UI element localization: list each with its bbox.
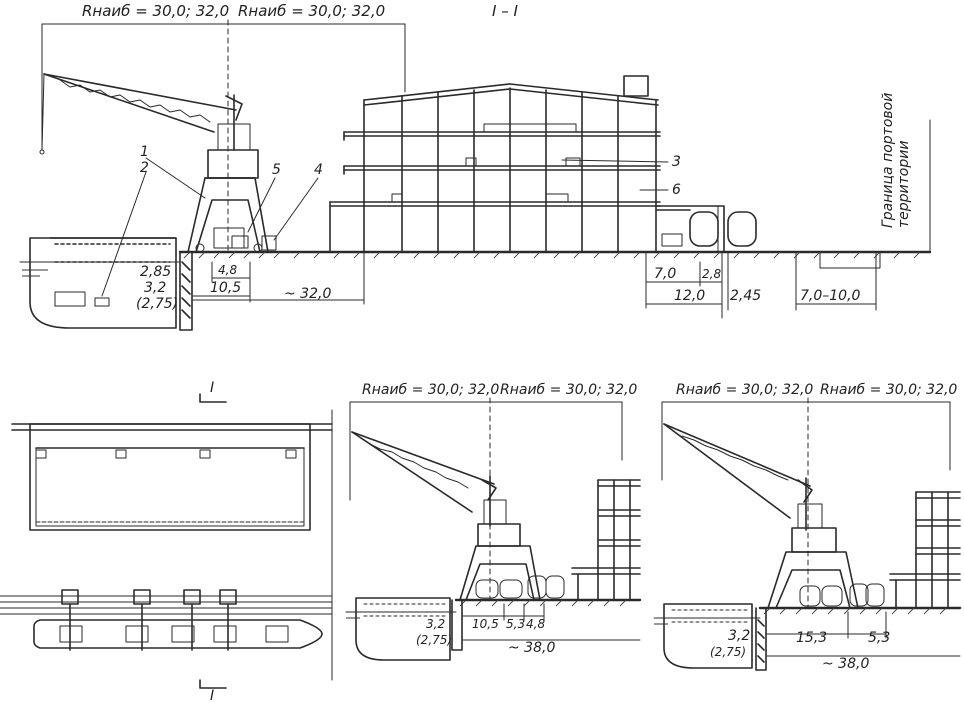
quay-wall-middle: [451, 599, 463, 651]
ground-hatching: [183, 251, 921, 259]
dim-105-mid: 10,5: [472, 617, 499, 631]
radius-label-top-left: Rнаиб = 30,0; 32,0: [82, 2, 229, 20]
vessel-right: [663, 603, 753, 669]
ground-hatching-middle: [459, 599, 627, 607]
warehouse-building: [329, 75, 661, 253]
section-mark-top: [199, 393, 227, 403]
section-mark-top-label: I: [210, 380, 214, 396]
callout-3: 3: [672, 154, 681, 170]
callout-4: 4: [314, 162, 323, 178]
dim-380-mid: ~ 38,0: [508, 640, 555, 656]
dim-32-right: 3,2: [728, 628, 750, 644]
section-right: Rнаиб = 30,0; 32,0 Rнаиб = 30,0; 32,0: [653, 382, 962, 672]
vessel-top: [29, 237, 177, 329]
dim-275-mid: (2,75): [416, 633, 452, 647]
dim-285: 2,85: [140, 264, 171, 280]
road-trench: [795, 251, 881, 311]
ground-line-middle: [345, 598, 642, 619]
portal-crane-right: [663, 423, 885, 609]
building-right: [889, 491, 961, 609]
radius-dimension-right: [661, 397, 951, 609]
boundary-label-line2: территории: [896, 141, 912, 228]
plan-view: I: [0, 380, 333, 703]
radius-label-mid-left: Rнаиб = 30,0; 32,0: [362, 382, 499, 398]
section-mark-bottom-label: I: [210, 688, 214, 703]
dim-28: 2,8: [702, 267, 721, 281]
rail-canopy: [655, 205, 757, 253]
dim-153-right: 15,3: [796, 630, 827, 646]
plan-rails: [0, 595, 333, 615]
callout-leaders-top: [101, 157, 669, 297]
building-middle: [571, 479, 641, 601]
dim-7010: 7,0–10,0: [800, 288, 861, 304]
dimension-lines-right: [751, 607, 961, 661]
quay-wall: [179, 251, 193, 331]
section-top: Rнаиб = 30,0; 32,0 Rнаиб = 30,0; 32,0 I …: [19, 2, 932, 331]
dim-275-right: (2,75): [710, 645, 746, 659]
dim-53-mid: 5,3: [506, 617, 525, 631]
section-middle: Rнаиб = 30,0; 32,0 Rнаиб = 30,0; 32,0: [345, 382, 642, 661]
callout-2: 2: [140, 160, 149, 176]
ground-hatching-right: [763, 607, 947, 615]
portal-crane-middle: [351, 431, 565, 601]
section-title: I – I: [492, 2, 518, 20]
boundary-label: Граница портовой территории: [880, 93, 912, 228]
callout-5: 5: [272, 162, 281, 178]
section-mark-bottom: [199, 679, 227, 689]
dim-48-top: 4,8: [218, 263, 237, 277]
dim-70-top: 7,0: [654, 266, 676, 282]
portal-crane-top: [41, 73, 277, 253]
dim-320: ~ 32,0: [284, 286, 331, 302]
radius-dimension-middle: [349, 397, 623, 601]
radius-label-top-right: Rнаиб = 30,0; 32,0: [238, 2, 385, 20]
dim-275-top: (2,75): [136, 296, 178, 312]
radius-dimension-top: [39, 19, 406, 251]
dim-105-top: 10,5: [210, 280, 241, 296]
radius-label-br-left: Rнаиб = 30,0; 32,0: [676, 382, 813, 398]
dim-32-mid: 3,2: [426, 617, 445, 631]
dim-120: 12,0: [674, 288, 705, 304]
boundary-label-line1: Граница портовой: [880, 93, 896, 228]
quay-wall-right: [755, 607, 767, 671]
radius-label-mid-right: Rнаиб = 30,0; 32,0: [500, 382, 637, 398]
dimension-lines-top: [175, 251, 729, 319]
dim-32-top: 3,2: [144, 280, 166, 296]
dim-380-right: ~ 38,0: [822, 656, 869, 672]
callout-6: 6: [672, 182, 681, 198]
callout-1: 1: [140, 144, 149, 160]
vessel-middle: [355, 597, 451, 661]
dim-245: 2,45: [730, 288, 761, 304]
dimension-lines-middle: [449, 599, 641, 649]
plan-building-outline: [11, 409, 333, 681]
radius-label-br-right: Rнаиб = 30,0; 32,0: [820, 382, 957, 398]
ground-line-right: [653, 606, 962, 625]
dim-48-mid: 4,8: [526, 617, 545, 631]
plan-vessel: [33, 619, 323, 649]
dim-53-right: 5,3: [868, 630, 890, 646]
